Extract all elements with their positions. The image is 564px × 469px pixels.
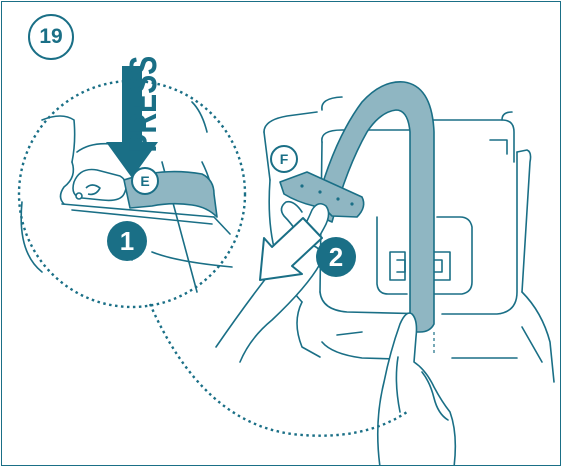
label-f-badge: F (270, 145, 298, 173)
press-label: PRESS (123, 78, 165, 153)
label-e-badge: E (131, 167, 159, 195)
step-2-badge: 2 (316, 237, 356, 277)
hand-right (378, 313, 456, 466)
step-1-badge: 1 (107, 221, 147, 261)
step-number-badge: 19 (28, 14, 74, 60)
